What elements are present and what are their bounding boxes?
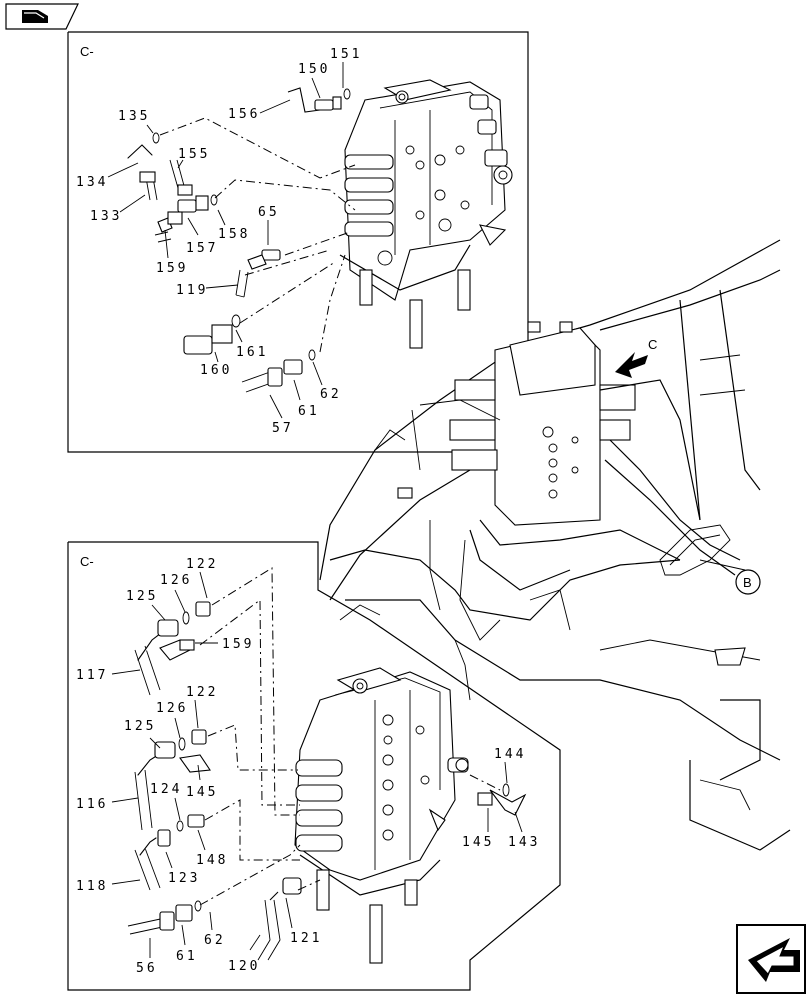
label-125-mid: 125 [124, 719, 156, 734]
label-161: 161 [236, 345, 268, 360]
connector-b-label: B [743, 575, 752, 590]
machine-overview [319, 239, 791, 851]
label-57: 57 [272, 421, 294, 436]
label-119: 119 [176, 283, 208, 298]
view-arrow-c [615, 352, 648, 378]
label-155: 155 [178, 147, 210, 162]
next-page-arrow-icon[interactable] [736, 924, 806, 994]
upper-control-valve [339, 79, 513, 349]
label-135: 135 [118, 109, 150, 124]
label-122-top: 122 [186, 557, 218, 572]
label-124: 124 [150, 782, 182, 797]
label-65: 65 [258, 205, 280, 220]
label-120: 120 [228, 959, 260, 974]
label-121: 121 [290, 931, 322, 946]
label-61: 61 [298, 404, 320, 419]
upper-dash-lines [107, 62, 356, 419]
label-134: 134 [76, 175, 108, 190]
book-icon[interactable] [5, 3, 79, 30]
label-156: 156 [228, 107, 260, 122]
view-arrow-label: C [648, 337, 657, 352]
label-160: 160 [200, 363, 232, 378]
label-126-mid: 126 [156, 701, 188, 716]
label-116: 116 [76, 797, 108, 812]
label-125-top: 125 [126, 589, 158, 604]
upper-section-label: C- [80, 44, 94, 59]
label-148: 148 [196, 853, 228, 868]
lower-fittings [127, 601, 527, 961]
label-159: 159 [156, 261, 188, 276]
lower-detail-frame [67, 541, 561, 991]
label-126-top: 126 [160, 573, 192, 588]
lower-dash-lines [111, 567, 523, 958]
lower-section-label: C- [80, 554, 94, 569]
label-133: 133 [90, 209, 122, 224]
label-144: 144 [494, 747, 526, 762]
label-159-lower: 159 [222, 637, 254, 652]
label-151: 151 [330, 47, 362, 62]
label-118: 118 [76, 879, 108, 894]
label-122-mid: 122 [186, 685, 218, 700]
label-145-right: 145 [462, 835, 494, 850]
upper-fittings [127, 87, 351, 393]
label-62-lower: 62 [204, 933, 226, 948]
label-158: 158 [218, 227, 250, 242]
label-62: 62 [320, 387, 342, 402]
label-150: 150 [298, 62, 330, 77]
label-61-lower: 61 [176, 949, 198, 964]
label-157: 157 [186, 241, 218, 256]
label-143: 143 [508, 835, 540, 850]
label-123: 123 [168, 871, 200, 886]
label-56: 56 [136, 961, 158, 976]
connector-b[interactable] [735, 569, 761, 595]
label-117: 117 [76, 668, 108, 683]
lower-control-valve [294, 667, 469, 964]
label-145-left: 145 [186, 785, 218, 800]
